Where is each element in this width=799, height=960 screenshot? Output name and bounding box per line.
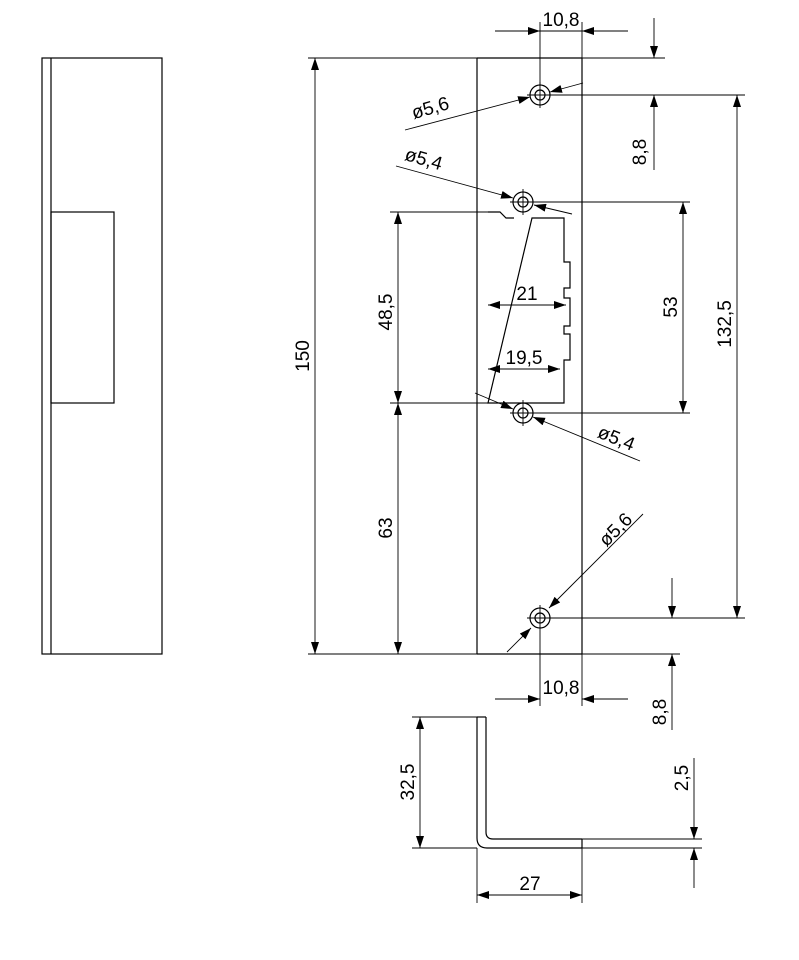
dim-top-offset: 8,8	[553, 18, 745, 170]
angle-profile	[476, 716, 583, 849]
dim-bottom-hole-diameter: ø5,6	[506, 509, 644, 653]
latch-opening	[487, 211, 571, 404]
dim-label: ø5,4	[402, 144, 445, 175]
dim-overall-length: 150	[293, 57, 477, 655]
dim-label: ø5,6	[595, 509, 637, 551]
dim-label: 10,8	[543, 10, 580, 31]
dim-upper-hole-diameter: ø5,4	[395, 144, 573, 215]
dim-opening-width-lower: 19,5	[488, 348, 560, 373]
dim-opening-height: 48,5	[376, 211, 510, 404]
dim-lower-section: 63	[376, 403, 402, 654]
dim-top-hole-diameter: ø5,6	[404, 82, 584, 131]
dim-label: 21	[516, 284, 537, 305]
dim-flange-width: 27	[476, 848, 583, 903]
dim-label: 53	[661, 296, 682, 317]
dim-label: 19,5	[506, 348, 543, 369]
dim-label: 48,5	[376, 294, 397, 331]
dim-opening-width-upper: 21	[488, 284, 566, 309]
hole-bottom	[527, 605, 553, 631]
hole-lower-mid	[510, 400, 536, 426]
side-view	[41, 57, 163, 655]
dim-label: 32,5	[398, 764, 419, 801]
dim-flange-height: 32,5	[398, 716, 477, 849]
dim-label: 2,5	[672, 765, 693, 791]
dim-label: 10,8	[543, 678, 580, 699]
hole-top	[527, 82, 553, 108]
dim-mid-hole-spacing: 53	[536, 201, 690, 414]
dim-bottom-hole-spacing: 10,8	[495, 631, 628, 706]
dim-thickness: 2,5	[582, 758, 702, 888]
dim-bottom-offset: 8,8	[582, 578, 680, 730]
hole-upper-mid	[510, 189, 536, 215]
strike-plate-front-view	[476, 57, 583, 655]
dim-outer-hole-spacing: 132,5	[553, 95, 745, 619]
dim-label: 132,5	[715, 300, 736, 348]
dim-label: 8,8	[650, 699, 671, 725]
dim-label: 27	[519, 874, 540, 895]
dim-label: 63	[376, 517, 397, 538]
dim-label: 150	[293, 340, 314, 372]
dim-label: 8,8	[630, 139, 651, 165]
dim-top-hole-spacing: 10,8	[495, 10, 628, 85]
